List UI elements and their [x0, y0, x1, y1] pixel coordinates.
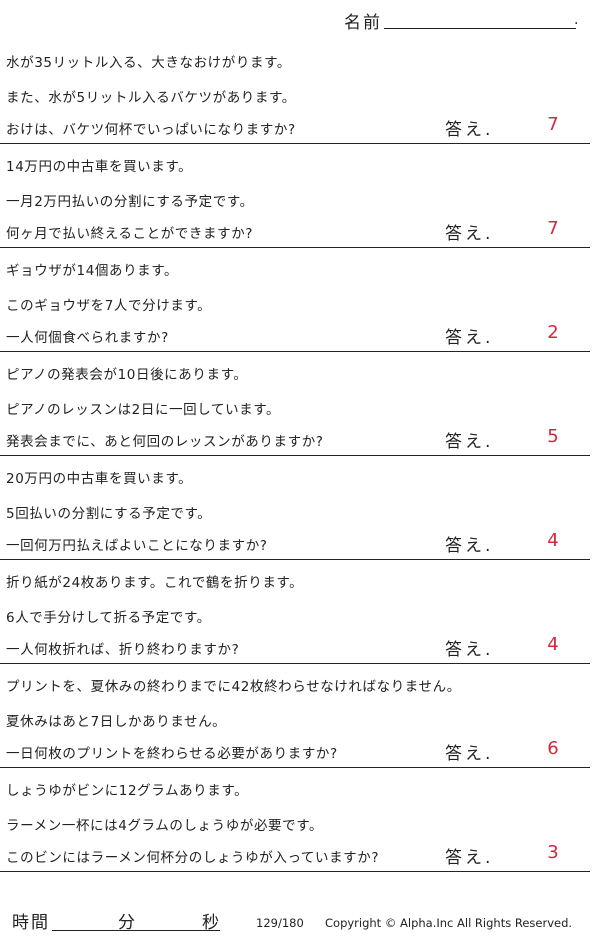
problem-4: ピアノの発表会が10日後にあります。ピアノのレッスンは2日に一回しています。発表…	[0, 352, 590, 456]
problem-line: また、水が5リットル入るバケツがあります。	[6, 90, 296, 106]
problem-7: プリントを、夏休みの終わりまでに42枚終わらせなければなりません。夏休みはあと7…	[0, 664, 590, 768]
answer-label: 答え.	[445, 432, 494, 452]
problem-line: 発表会までに、あと何回のレッスンがありますか?	[6, 434, 324, 450]
answer-label: 答え.	[445, 224, 494, 244]
answer-label: 答え.	[445, 120, 494, 140]
problem-5: 20万円の中古車を買います。 5回払いの分割にする予定です。一回何万円払えばよいこ…	[0, 456, 590, 560]
problem-2: 14万円の中古車を買います。一月2万円払いの分割にする予定です。何ヶ月で払い終え…	[0, 144, 590, 248]
problem-line: 一回何万円払えばよいことになりますか?	[6, 538, 268, 554]
answer-value: 7	[547, 218, 559, 239]
name-underline[interactable]	[384, 28, 576, 29]
problem-line: 6人で手分けして折る予定です。	[6, 610, 211, 626]
problem-line: ピアノの発表会が10日後にあります。	[6, 367, 248, 383]
problem-line: しょうゆがビンに12グラムあります。	[6, 783, 249, 799]
problem-1: 水が35リットル入る、大きなおけがります。また、水が5リットル入るバケツがありま…	[0, 40, 590, 144]
problem-line: おけは、バケツ何杯でいっぱいになりますか?	[6, 122, 296, 138]
problem-8: しょうゆがビンに12グラムあります。ラーメン一杯には4グラムのしょうゆが必要です…	[0, 768, 590, 872]
answer-value: 3	[547, 842, 559, 863]
problem-line: 水が35リットル入る、大きなおけがります。	[6, 55, 291, 71]
problem-6: 折り紙が24枚あります。これで鶴を折ります。 6人で手分けして折る予定です。一人何…	[0, 560, 590, 664]
answer-value: 4	[547, 634, 559, 655]
problem-line: このギョウザを7人で分けます。	[6, 298, 212, 314]
problem-line: 一人何個食べられますか?	[6, 330, 169, 346]
answer-label: 答え.	[445, 848, 494, 868]
page-number: 129/180	[256, 916, 304, 930]
copyright-text: Copyright © Alpha.Inc All Rights Reserve…	[325, 916, 573, 930]
answer-value: 7	[547, 114, 559, 135]
problem-line: 14万円の中古車を買います。	[6, 159, 193, 175]
problem-line: ピアノのレッスンは2日に一回しています。	[6, 402, 281, 418]
problem-line: 一日何枚のプリントを終わらせる必要がありますか?	[6, 746, 338, 762]
problem-line: 夏休みはあと7日しかありません。	[6, 714, 227, 730]
problem-line: 一月2万円払いの分割にする予定です。	[6, 194, 254, 210]
problem-line: 折り紙が24枚あります。これで鶴を折ります。	[6, 575, 304, 591]
name-field: 名前 .	[342, 6, 582, 33]
second-label: 秒	[202, 913, 219, 933]
problem-line: プリントを、夏休みの終わりまでに42枚終わらせなければなりません。	[6, 679, 461, 695]
time-label: 時間	[12, 913, 50, 933]
answer-label: 答え.	[445, 328, 494, 348]
answer-label: 答え.	[445, 640, 494, 660]
minute-label: 分	[118, 913, 135, 933]
problem-line: このビンにはラーメン何杯分のしょうゆが入っていますか?	[6, 850, 380, 866]
problem-line: ラーメン一杯には4グラムのしょうゆが必要です。	[6, 818, 324, 834]
answer-value: 6	[547, 738, 559, 759]
problem-line: 一人何枚折れば、折り終わりますか?	[6, 642, 240, 658]
footer: 時間 分 秒 129/180 Copyright © Alpha.Inc All…	[0, 904, 600, 934]
time-underline[interactable]	[52, 930, 220, 931]
answer-value: 4	[547, 530, 559, 551]
problem-line: ギョウザが14個あります。	[6, 263, 179, 279]
answer-label: 答え.	[445, 744, 494, 764]
problem-line: 5回払いの分割にする予定です。	[6, 506, 212, 522]
answer-label: 答え.	[445, 536, 494, 556]
problem-line: 何ヶ月で払い終えることができますか?	[6, 226, 254, 242]
name-period: .	[574, 12, 579, 28]
problem-3: ギョウザが14個あります。このギョウザを7人で分けます。一人何個食べられますか?…	[0, 248, 590, 352]
answer-value: 5	[547, 426, 559, 447]
answer-value: 2	[547, 322, 559, 343]
problem-line: 20万円の中古車を買います。	[6, 471, 193, 487]
name-label: 名前	[344, 13, 382, 33]
